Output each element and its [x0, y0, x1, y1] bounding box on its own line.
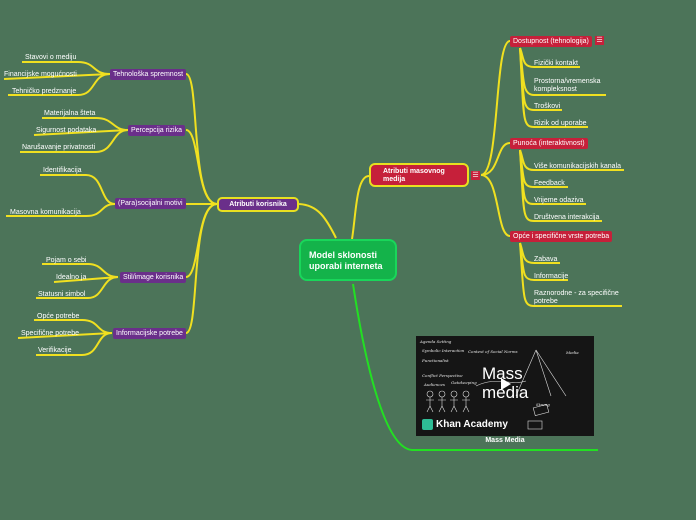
leaf-item[interactable]: Masovna komunikacija [10, 209, 81, 216]
leaf-item[interactable]: Stavovi o mediju [25, 54, 77, 61]
leaf-item[interactable]: Vrijeme odaziva [534, 197, 584, 204]
video-title-line-1: Mass [482, 364, 523, 383]
central-topic-line-2: uporabi interneta [309, 261, 383, 271]
leaf-item[interactable]: Financijske mogućnosti [4, 71, 77, 78]
connector-group-4 [185, 203, 218, 278]
leaf-item[interactable]: Narušavanje privatnosti [22, 144, 96, 151]
leaf-item[interactable]: Fizički kontakt [534, 60, 578, 67]
subtopic-user-style[interactable]: Stil/image korisnika [120, 272, 187, 283]
main-topic-media-attributes[interactable]: Atributi masovnog medija [369, 163, 469, 187]
khan-academy-logo-icon [422, 419, 433, 430]
menu-icon[interactable]: ☰ [595, 36, 604, 45]
chalk-text: Agenda Setting [420, 339, 452, 344]
leaf-item[interactable]: kompleksnost [534, 86, 577, 93]
connector-center-left [298, 203, 337, 239]
leaf-item[interactable]: Informacije [534, 273, 569, 280]
leaf-item[interactable]: Pojam o sebi [46, 257, 87, 264]
subtopic-needs-types[interactable]: Opće i specifične vrste potreba [510, 231, 613, 242]
chalk-text: Media [566, 350, 579, 355]
subtopic-availability[interactable]: Dostupnost (tehnologija) [510, 36, 592, 47]
leaf-item[interactable]: Zabava [534, 256, 558, 263]
connector-center-right [351, 175, 370, 240]
video-caption[interactable]: Mass Media [485, 437, 525, 444]
main-topic-media-line-2: medija [383, 176, 406, 183]
chalk-text: Symbolic Interaction [422, 348, 465, 353]
video-title-line-2: media [482, 383, 529, 402]
leaf-item[interactable]: Specifične potrebe [21, 330, 79, 337]
video-title: Mass media [482, 364, 528, 402]
leaf-item[interactable]: potrebe [534, 298, 558, 305]
leaf-item[interactable]: Društvena interakcija [534, 214, 600, 221]
leaf-item[interactable]: Više komunikacijskih kanala [534, 163, 622, 170]
central-topic[interactable]: Model sklonosti uporabi interneta [299, 239, 397, 281]
leaf-item[interactable]: Raznorodne - za specifične [534, 290, 619, 297]
leaf-item[interactable]: Sigurnost podataka [36, 127, 97, 134]
chalk-text: Functionalist [422, 358, 449, 363]
connector-video [352, 283, 598, 451]
leaf-item[interactable]: Rizik od uporabe [534, 120, 587, 127]
video-brand: Khan Academy [436, 419, 508, 430]
leaf-item[interactable]: Identifikacija [43, 167, 82, 174]
chalk-text: Strong [536, 402, 550, 407]
subtopic-risk-perception[interactable]: Percepcija rizika [128, 125, 185, 136]
main-topic-media-line-1: Atributi masovnog [383, 168, 445, 175]
menu-icon[interactable]: ☰ [471, 171, 480, 180]
leaf-item[interactable]: Prostorna/vremenska [534, 78, 601, 85]
chalk-text: Gatekeeping [451, 380, 477, 385]
connector-group-5 [185, 203, 218, 334]
connector-group-2 [185, 129, 218, 205]
chalk-text: Context of Social Norms [468, 349, 518, 354]
play-icon[interactable] [496, 376, 514, 392]
leaf-item[interactable]: Materijalna šteta [44, 110, 96, 117]
central-topic-line-1: Model sklonosti [309, 250, 378, 260]
leaf-item[interactable]: Statusni simbol [38, 291, 86, 298]
leaf-item[interactable]: Idealno ja [56, 274, 87, 281]
main-topic-user-attributes[interactable]: Atributi korisnika [217, 197, 299, 212]
subtopic-social-motives[interactable]: (Para)socijalni motivi [115, 198, 186, 209]
chalk-text: Audiences [424, 382, 445, 387]
leaf-item[interactable]: Tehničko predznanje [12, 88, 77, 95]
video-thumbnail[interactable]: Agenda Setting Context of Social Norms S… [416, 336, 594, 436]
leaf-item[interactable]: Feedback [534, 180, 565, 187]
chalk-text: Conflict Perspective [422, 373, 463, 378]
leaf-item[interactable]: Opće potrebe [37, 313, 80, 320]
leaf-item[interactable]: Verifikacije [38, 347, 72, 354]
subtopic-interactivity[interactable]: Punoća (interaktivnost) [510, 138, 588, 149]
leaf-item[interactable]: Troškovi [534, 103, 561, 110]
connector-group-1 [185, 73, 218, 205]
subtopic-info-needs[interactable]: Informacijske potrebe [113, 328, 186, 339]
subtopic-tech-readiness[interactable]: Tehnološka spremnost [110, 69, 187, 80]
